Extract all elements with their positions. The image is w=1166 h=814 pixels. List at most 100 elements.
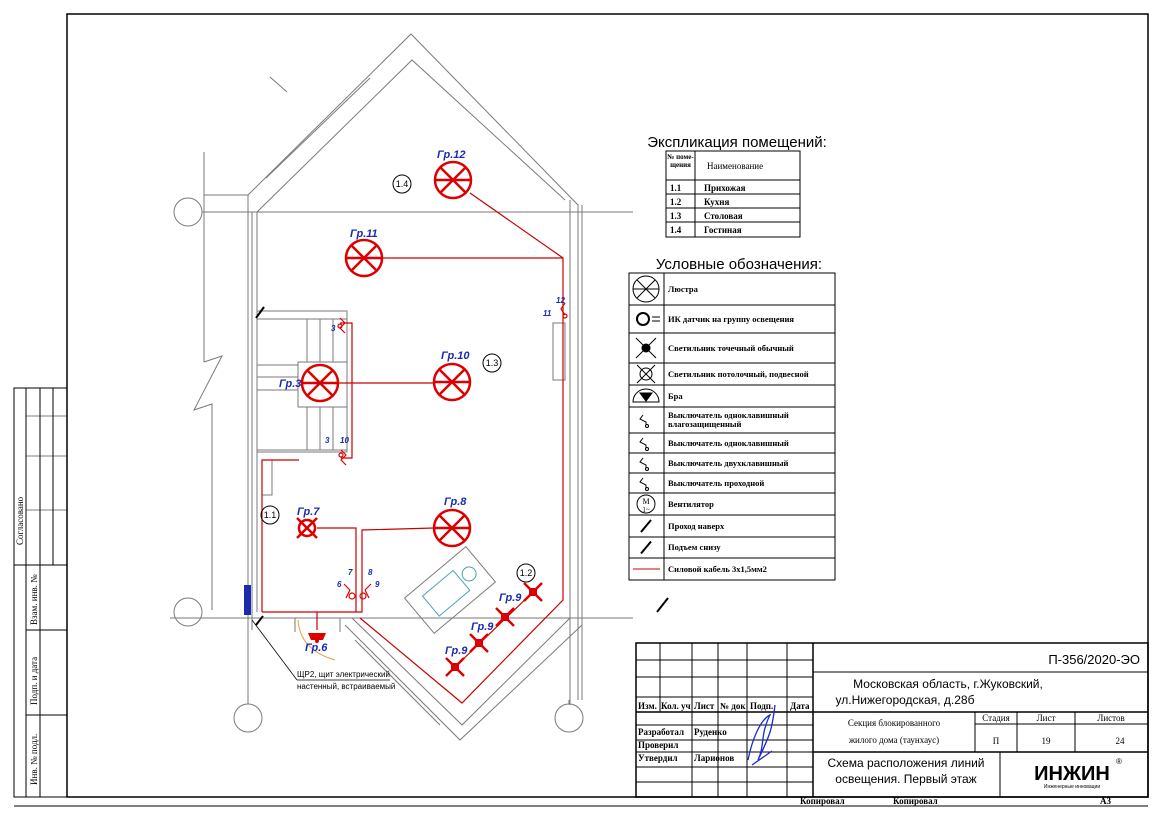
group-label: Гр.3 xyxy=(279,378,301,390)
column-header: Лист xyxy=(694,701,715,711)
room-name: Столовая xyxy=(704,211,743,221)
role-name: Руденко xyxy=(694,727,727,737)
room-number: 1.1 xyxy=(264,510,277,520)
role-label: Проверил xyxy=(638,740,678,750)
stage-label: Стадия xyxy=(982,713,1009,723)
column-header: № док xyxy=(720,701,746,711)
role-name: Ларионов xyxy=(694,753,734,763)
legend-label: ИК датчик на группу освещения xyxy=(668,313,795,324)
explication-title: Экспликация помещений: xyxy=(647,134,827,151)
room-no: 1.1 xyxy=(670,183,682,193)
role-label: Разработал xyxy=(638,727,684,737)
copied-label: Копировал xyxy=(800,796,845,806)
room-no: 1.3 xyxy=(670,211,682,221)
electrical-panel-shr2 xyxy=(244,585,251,615)
fan-icon: M1~ xyxy=(636,494,656,514)
sheets-value: 24 xyxy=(1116,736,1126,746)
legend-label: Бра xyxy=(668,390,683,401)
room-number: 1.4 xyxy=(396,179,409,189)
riser-down-icon xyxy=(640,540,652,555)
switch-single-icon xyxy=(639,437,649,451)
sheets-label: Листов xyxy=(1097,713,1124,723)
switch-number: 7 xyxy=(348,568,353,577)
fan-glyph: M xyxy=(642,497,649,506)
address-line: Московская область, г.Жуковский, xyxy=(853,677,1043,691)
group-label: Гр.11 xyxy=(350,228,378,240)
legend-title: Условные обозначения: xyxy=(656,256,822,273)
switch-number: 12 xyxy=(556,296,565,305)
riser-down-icon xyxy=(255,615,264,626)
switch-number: 3 xyxy=(331,324,336,333)
column-header: Изм. xyxy=(638,701,657,711)
ceiling-light-icon xyxy=(636,364,656,384)
switch-number: 8 xyxy=(368,568,373,577)
group-label: Гр.12 xyxy=(437,149,466,161)
ir-sensor-icon xyxy=(636,312,660,326)
sheet-title: Схема расположения линий xyxy=(828,756,985,770)
legend-label: Силовой кабель 3х1,5мм2 xyxy=(668,563,767,574)
sign-date-label: Подп. и дата xyxy=(29,657,39,705)
room-markers: 1.1 1.2 1.3 1.4 xyxy=(260,174,536,583)
fan-sub: 1~ xyxy=(642,506,650,514)
switches xyxy=(337,302,568,600)
switch-number: 11 xyxy=(543,309,552,318)
explication-header-no: № поме-щения xyxy=(667,153,694,169)
panel-note: настенный, встраиваемый xyxy=(297,682,395,691)
group-label: Гр.6 xyxy=(305,642,328,654)
object-name: жилого дома (таунхаус) xyxy=(848,735,939,745)
switch-waterproof-icon xyxy=(639,414,649,428)
riser-up-icon xyxy=(640,519,652,533)
inv-sub-label: Взам. инв. № xyxy=(29,574,39,625)
spot-light-icon xyxy=(635,337,657,359)
wall-lamp-gr6 xyxy=(308,633,326,643)
riser-up-icon xyxy=(255,306,265,319)
cable-lines xyxy=(261,192,564,704)
doc-code: П-356/2020-ЭО xyxy=(1048,652,1140,667)
floor-plan-walls xyxy=(170,33,633,741)
wall-lamp-icon xyxy=(632,388,660,403)
stage-value: П xyxy=(993,736,1000,746)
switch-number: 10 xyxy=(340,436,349,445)
group-label: Гр.7 xyxy=(297,506,320,518)
switch-number: 3 xyxy=(325,436,330,445)
format-label: А3 xyxy=(1100,796,1111,806)
axis-marker xyxy=(233,703,263,733)
role-label: Утвердил xyxy=(638,753,678,763)
column-header: Подп. xyxy=(750,701,773,711)
column-header: Дата xyxy=(790,701,810,711)
axis-marker xyxy=(173,597,203,627)
legend-label: Подъем снизу xyxy=(668,542,721,552)
axis-marker xyxy=(554,703,584,733)
explication-table: № поме-щения Наименование 1.1 Прихожая 1… xyxy=(665,150,801,238)
panel-leader-line xyxy=(251,619,298,681)
sheet-title: освещения. Первый этаж xyxy=(835,772,976,786)
room-no: 1.2 xyxy=(670,197,682,207)
spot-lights-gr9 xyxy=(445,582,543,677)
room-name: Прихожая xyxy=(704,183,746,193)
legend-label: Выключатель проходной xyxy=(668,477,765,488)
riser-up-icon xyxy=(656,597,669,613)
legend-label: Вентилятор xyxy=(668,498,714,509)
panel-note: ЩР2, щит электрический xyxy=(297,670,390,679)
axis-marker xyxy=(173,197,203,227)
address-line: ул.Нижегородская, д.28б xyxy=(836,693,975,707)
company-logo: ИНЖИН Инженерные инновации ® xyxy=(1034,757,1122,790)
switch-number: 9 xyxy=(375,580,380,589)
explication-header-name: Наименование xyxy=(707,161,763,171)
switch-passthrough-icon xyxy=(639,477,649,491)
group-label: Гр.9 xyxy=(445,645,468,657)
sheet-label: Лист xyxy=(1037,713,1056,723)
chandelier-gr8 xyxy=(432,508,472,548)
side-strip: Согласовано Взам. инв. № Подп. и дата Ин… xyxy=(13,387,68,798)
legend-label: Выключатель одноклавишный влагозащищенны… xyxy=(668,410,789,429)
logo-subtitle: Инженерные инновации xyxy=(1044,784,1100,790)
room-name: Гостиная xyxy=(704,225,742,235)
chandelier-gr12 xyxy=(433,160,473,200)
copied-label: Копировал xyxy=(893,796,938,806)
group-label: Гр.9 xyxy=(499,592,522,604)
logo-text: ИНЖИН xyxy=(1034,763,1110,785)
group-label: Гр.9 xyxy=(471,621,494,633)
legend-label: Люстра xyxy=(668,283,698,294)
